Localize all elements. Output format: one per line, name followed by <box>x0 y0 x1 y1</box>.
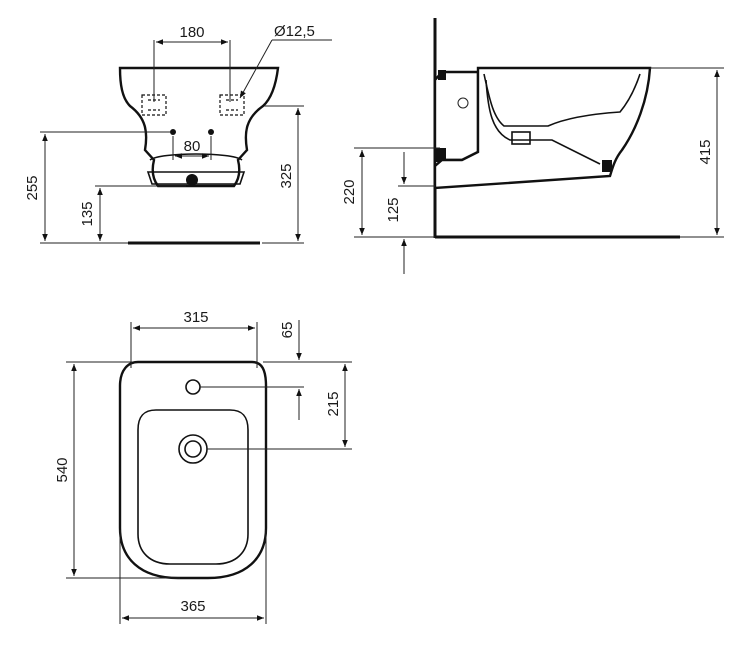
dim-215: 215 <box>207 364 352 450</box>
dim-65: 65 <box>200 320 352 420</box>
dim-315: 315 <box>130 309 258 368</box>
side-bowl-inner-lower <box>485 79 601 165</box>
dim-180-label: 180 <box>179 24 204 41</box>
dim-365: 365 <box>119 530 267 624</box>
dim-65-label: 65 <box>279 322 296 339</box>
side-base-block <box>602 160 612 172</box>
dim-180: 180 <box>153 24 231 102</box>
dim-325: 325 <box>262 105 304 244</box>
dim-diameter: Ø12,5 <box>239 23 332 99</box>
dim-125-label: 125 <box>385 197 402 222</box>
dim-135-label: 135 <box>79 201 96 226</box>
dim-135: 135 <box>79 185 186 241</box>
front-view: 180 Ø12,5 80 255 135 <box>24 23 332 245</box>
side-bowl-inner <box>483 73 641 127</box>
side-view: 220 125 415 <box>341 18 724 274</box>
dim-540: 540 <box>54 361 180 579</box>
front-fixing-hole-right <box>219 94 245 116</box>
dim-80-label: 80 <box>184 138 201 155</box>
dim-325-label: 325 <box>278 163 295 188</box>
side-outlet <box>511 131 531 145</box>
dim-415: 415 <box>650 67 724 238</box>
dim-diameter-label: Ø12,5 <box>274 23 315 40</box>
dim-315-label: 315 <box>183 309 208 326</box>
side-frame-block-top <box>438 70 446 80</box>
side-bowl-outline <box>433 66 652 190</box>
dim-415-label: 415 <box>697 139 714 164</box>
top-outer-outline <box>118 360 268 580</box>
dim-255: 255 <box>24 131 170 244</box>
dim-540-label: 540 <box>54 457 71 482</box>
dim-220: 220 <box>341 147 440 238</box>
dim-215-label: 215 <box>325 391 342 416</box>
front-outlet <box>186 174 198 186</box>
dim-365-label: 365 <box>180 598 205 615</box>
side-frame-block-bottom <box>436 148 446 162</box>
dim-255-label: 255 <box>24 175 41 200</box>
front-bolt-left <box>170 129 176 135</box>
front-bolt-right <box>208 129 214 135</box>
top-waste-inner <box>184 440 202 458</box>
dim-125: 125 <box>385 152 435 274</box>
dim-80: 80 <box>172 136 212 160</box>
front-base-recess <box>146 171 246 185</box>
top-inner-bowl <box>137 409 249 565</box>
top-view: 315 65 215 540 365 <box>54 309 352 624</box>
front-bowl-outline <box>118 66 280 188</box>
side-frame-bolt <box>457 97 469 109</box>
dim-220-label: 220 <box>341 179 358 204</box>
